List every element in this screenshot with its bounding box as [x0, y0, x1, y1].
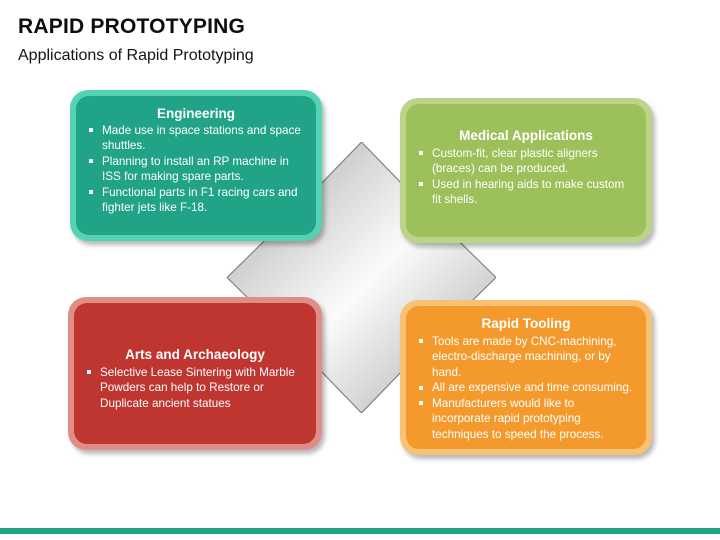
list-item: Made use in space stations and space shu… — [88, 123, 304, 154]
list-item: Used in hearing aids to make custom fit … — [418, 177, 634, 208]
list-item: Functional parts in F1 racing cars and f… — [88, 185, 304, 216]
card-title-arts: Arts and Archaeology — [125, 347, 265, 362]
bullet-list-medical: Custom-fit, clear plastic aligners (brac… — [418, 146, 634, 208]
list-item: All are expensive and time consuming. — [418, 380, 634, 396]
card-body-medical: Medical Applications Custom-fit, clear p… — [406, 104, 646, 237]
card-body-rapid-tooling: Rapid Tooling Tools are made by CNC-mach… — [406, 306, 646, 449]
card-body-engineering: Engineering Made use in space stations a… — [76, 96, 316, 235]
list-item: Selective Lease Sintering with Marble Po… — [86, 365, 304, 412]
bullet-text: Custom-fit, clear plastic aligners (brac… — [432, 146, 598, 176]
bullet-text: Functional parts in F1 racing cars and f… — [102, 185, 298, 215]
bullet-text: Tools are made by CNC-machining, electro… — [432, 334, 617, 379]
list-item: Planning to install an RP machine in ISS… — [88, 154, 304, 185]
bullet-square-icon — [89, 190, 93, 195]
bullet-text: Planning to install an RP machine in ISS… — [102, 154, 289, 184]
bullet-square-icon — [419, 151, 423, 156]
bullet-square-icon — [89, 128, 93, 133]
list-item: Custom-fit, clear plastic aligners (brac… — [418, 146, 634, 177]
bullet-list-arts: Selective Lease Sintering with Marble Po… — [86, 365, 304, 412]
page-title: RAPID PROTOTYPING — [18, 15, 246, 38]
bullet-square-icon — [89, 159, 93, 164]
list-item: Manufacturers would like to incorporate … — [418, 396, 634, 443]
card-body-arts: Arts and Archaeology Selective Lease Sin… — [74, 303, 316, 444]
list-item: Tools are made by CNC-machining, electro… — [418, 334, 634, 381]
bullet-square-icon — [419, 401, 423, 406]
bullet-square-icon — [419, 182, 423, 187]
quadrant-card-medical[interactable]: Medical Applications Custom-fit, clear p… — [400, 98, 652, 243]
quadrant-card-arts[interactable]: Arts and Archaeology Selective Lease Sin… — [68, 297, 322, 450]
card-title-medical: Medical Applications — [459, 128, 593, 143]
bullet-text: All are expensive and time consuming. — [432, 381, 633, 395]
quadrant-card-engineering[interactable]: Engineering Made use in space stations a… — [70, 90, 322, 241]
bullet-text: Made use in space stations and space shu… — [102, 123, 301, 153]
bullet-text: Used in hearing aids to make custom fit … — [432, 177, 625, 207]
bottom-accent-bar — [0, 528, 720, 534]
bullet-square-icon — [419, 339, 423, 344]
bullet-text: Manufacturers would like to incorporate … — [432, 396, 604, 442]
card-title-rapid-tooling: Rapid Tooling — [481, 316, 571, 331]
page-subtitle: Applications of Rapid Prototyping — [18, 47, 254, 64]
card-title-engineering: Engineering — [156, 106, 235, 121]
quadrant-card-rapid-tooling[interactable]: Rapid Tooling Tools are made by CNC-mach… — [400, 300, 652, 455]
bullet-text: Selective Lease Sintering with Marble Po… — [100, 365, 295, 410]
bullet-square-icon — [419, 385, 423, 390]
bullet-square-icon — [87, 370, 91, 375]
bullet-list-engineering: Made use in space stations and space shu… — [88, 123, 304, 217]
bullet-list-rapid-tooling: Tools are made by CNC-machining, electro… — [418, 334, 634, 443]
